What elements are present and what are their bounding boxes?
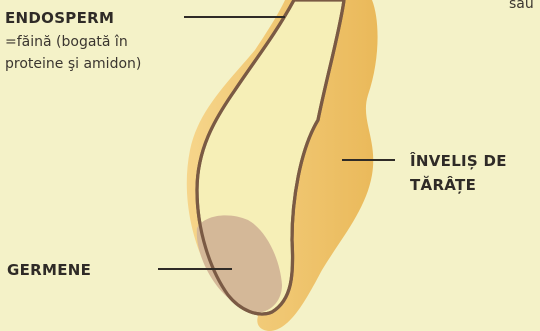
endosperm-title: ENDOSPERM <box>5 9 114 27</box>
endosperm-description-line-2: proteine şi amidon) <box>5 54 141 74</box>
bran-layer-title-line-1: ÎNVELIȘ DE <box>410 152 507 170</box>
corner-text-fragment: sau <box>509 0 534 12</box>
germ-title: GERMENE <box>7 261 91 279</box>
endosperm-description-line-1: =făină (bogată în <box>5 32 128 52</box>
bran-layer-title-line-2: TĂRÂȚE <box>410 176 476 194</box>
